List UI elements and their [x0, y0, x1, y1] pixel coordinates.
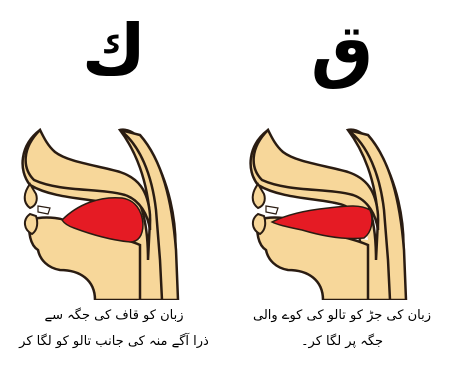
caption-qaf-line1: زبان کی جڑ کو تالو کی کوے والی	[228, 304, 456, 328]
vocal-tract-diagram-kaf	[0, 110, 228, 300]
right-panel: ق زبان کی جڑ کو تالو کی کوے والی جگہ پر …	[228, 0, 456, 369]
lower-lip	[25, 214, 37, 234]
letter-qaf: ق	[228, 0, 456, 100]
letter-kaf: ك	[0, 0, 228, 100]
teeth	[38, 206, 50, 214]
vocal-tract-diagram-qaf	[228, 110, 456, 300]
caption-qaf-line2: جگہ پر لگا کر۔	[228, 330, 456, 354]
teeth	[266, 206, 278, 214]
lower-lip	[253, 214, 265, 234]
caption-kaf-line2: ذرا آگے منہ کی جانب تالو کو لگا کر	[0, 330, 228, 354]
caption-kaf-line1: زبان کو قاف کی جگہ سے	[0, 304, 228, 328]
left-panel: ك زبان کو قاف کی جگہ سے ذرا آگے منہ کی ج…	[0, 0, 228, 369]
